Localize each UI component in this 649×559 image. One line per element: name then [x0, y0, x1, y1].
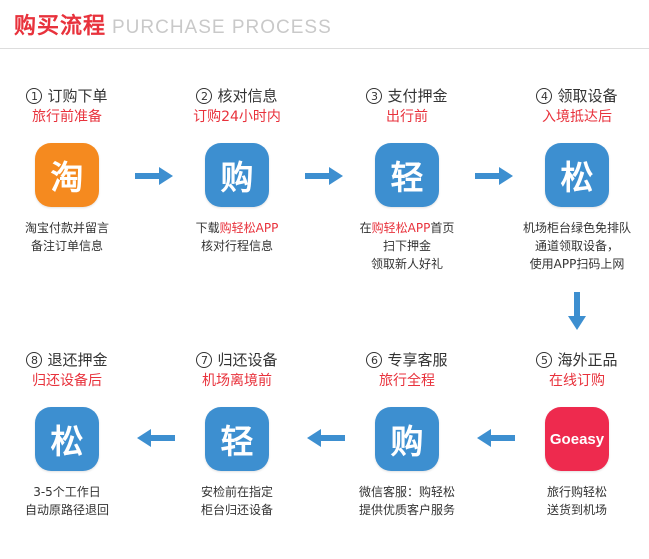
step-title-text: 退还押金	[47, 351, 108, 369]
app-name-highlight: 购轻松APP	[371, 221, 431, 235]
page-title: 购买流程	[14, 14, 107, 39]
qing-icon: 轻	[205, 407, 269, 471]
desc-line: 提供优质客户服务	[358, 503, 455, 517]
step-title-text: 归还设备	[217, 351, 278, 369]
step-number: 5	[536, 352, 553, 368]
step-number: 7	[196, 352, 213, 368]
desc-line: 领取新人好礼	[370, 257, 443, 271]
step-number: 3	[366, 88, 383, 104]
goeasy-icon: Goeasy	[545, 407, 609, 471]
step-title-text: 订购下单	[47, 87, 108, 105]
arrow-right-icon	[135, 167, 173, 185]
gou-icon: 购	[375, 407, 439, 471]
desc-line: 通道领取设备，	[534, 239, 619, 253]
page-subtitle: PURCHASE PROCESS	[112, 17, 332, 38]
desc-line: 旅行购轻松	[546, 485, 607, 499]
step-subtitle: 订购24小时内	[193, 109, 281, 125]
arrow-down-icon	[568, 292, 586, 330]
step-number: 2	[196, 88, 213, 104]
song-icon: 松	[545, 143, 609, 207]
step-subtitle: 归还设备后	[32, 373, 102, 389]
app-name-highlight: 购轻松APP	[219, 221, 279, 235]
arrow-left-icon	[477, 429, 515, 447]
step-number: 8	[26, 352, 43, 368]
song-icon: 松	[35, 407, 99, 471]
page-header: 购买流程 PURCHASE PROCESS	[0, 0, 649, 56]
step-description: 在购轻松APP首页 扫下押金 领取新人好礼	[332, 219, 482, 273]
step-subtitle: 旅行全程	[379, 373, 435, 389]
step-title-text: 海外正品	[557, 351, 618, 369]
desc-line: 柜台归还设备	[200, 503, 273, 517]
step-description: 安检前在指定 柜台归还设备	[162, 483, 312, 519]
step-title-text: 支付押金	[387, 87, 448, 105]
arrow-right-icon	[475, 167, 513, 185]
desc-line: 送货到机场	[546, 503, 607, 517]
desc-line: 核对行程信息	[200, 239, 273, 253]
step-number: 6	[366, 352, 383, 368]
desc-line: 在购轻松APP首页	[359, 221, 455, 235]
desc-line: 下载购轻松APP	[195, 221, 279, 235]
desc-line: 备注订单信息	[30, 239, 103, 253]
desc-line: 机场柜台绿色免排队	[522, 221, 631, 235]
desc-line: 微信客服：购轻松	[358, 485, 455, 499]
step-description: 3-5个工作日 自动原路径退回	[0, 483, 142, 519]
gou-icon: 购	[205, 143, 269, 207]
step-number: 4	[536, 88, 553, 104]
arrow-right-icon	[305, 167, 343, 185]
step-description: 机场柜台绿色免排队 通道领取设备， 使用APP扫码上网	[502, 219, 649, 273]
desc-line: 扫下押金	[382, 239, 431, 253]
taobao-icon: 淘	[35, 143, 99, 207]
step-title-text: 专享客服	[387, 351, 448, 369]
step-subtitle: 旅行前准备	[32, 109, 102, 125]
desc-line: 3-5个工作日	[33, 485, 101, 499]
step-number: 1	[26, 88, 43, 104]
arrow-left-icon	[307, 429, 345, 447]
step-subtitle: 在线订购	[549, 373, 605, 389]
desc-line: 淘宝付款并留言	[24, 221, 109, 235]
step-title-text: 领取设备	[557, 87, 618, 105]
goeasy-logo-text: Goeasy	[549, 430, 605, 448]
desc-line: 自动原路径退回	[24, 503, 109, 517]
desc-line: 使用APP扫码上网	[529, 257, 625, 271]
step-subtitle: 机场离境前	[202, 373, 272, 389]
step-description: 微信客服：购轻松 提供优质客户服务	[332, 483, 482, 519]
header-divider	[0, 48, 649, 49]
step-description: 旅行购轻松 送货到机场	[502, 483, 649, 519]
step-subtitle: 入境抵达后	[542, 109, 612, 125]
arrow-left-icon	[137, 429, 175, 447]
step-description: 下载购轻松APP 核对行程信息	[162, 219, 312, 255]
step-subtitle: 出行前	[386, 109, 428, 125]
desc-line: 安检前在指定	[200, 485, 273, 499]
qing-icon: 轻	[375, 143, 439, 207]
step-description: 淘宝付款并留言 备注订单信息	[0, 219, 142, 255]
step-title-text: 核对信息	[217, 87, 278, 105]
